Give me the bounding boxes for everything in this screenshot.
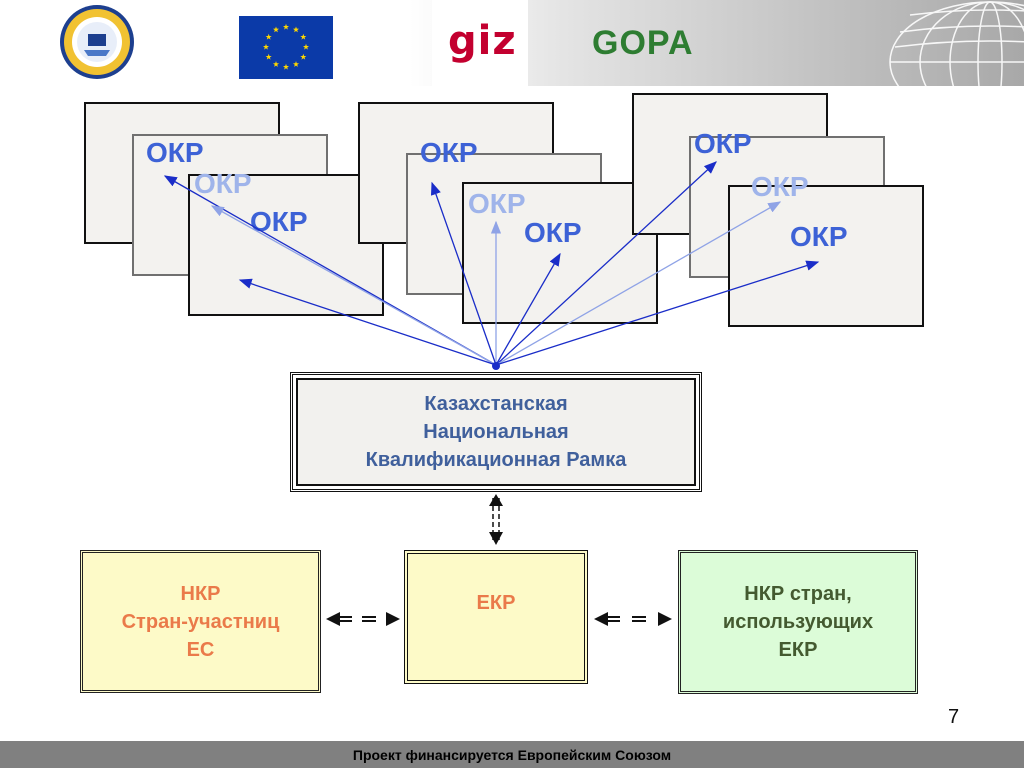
eu-star-icon [292,61,300,67]
framework-line: Национальная [423,421,569,443]
nkr-eu-line: ЕС [186,638,215,661]
mapping-arrow [238,278,497,366]
national-framework-box: Казахстанская Национальная Квалификацион… [290,372,702,492]
gopa-logo: GOPA [592,24,694,62]
okp-frame [728,185,924,327]
giz-logo: giz [432,0,528,86]
right-arrowhead [658,612,672,626]
nkr-eu-line: Стран-участниц [121,610,280,633]
mapping-arrow [495,252,561,366]
nkr-ekr-line: использующих [722,611,874,633]
okp-label: ОКР [250,206,308,237]
mapping-arrow [495,161,717,366]
eu-flag-icon [239,16,333,79]
mapping-arrow [495,201,782,366]
left-arrowhead [594,612,608,626]
eu-star-icon [300,53,307,60]
okp-label: ОКР [790,221,848,252]
okp-label: ОКР [751,171,809,202]
mapping-arrow [495,260,820,366]
eu-star-icon [272,26,280,33]
ekr-box: ЕКР [404,550,588,684]
mapping-arrow [430,181,497,366]
right-arrowhead [386,612,400,626]
eu-flag-logo [232,0,340,86]
eu-star-icon [282,63,290,70]
framework-line: Казахстанская [424,393,568,415]
eu-star-icon [292,26,300,33]
okp-label: ОКР [420,137,478,168]
mapping-arrow [210,205,497,366]
ministry-seal-logo [58,0,136,86]
header-bar: giz GOPA [0,0,1024,86]
eu-star-icon [265,33,272,40]
eu-star-icon [302,43,310,50]
up-arrowhead [489,494,503,506]
globe-icon [889,1,1024,86]
eu-star-icon [300,33,307,40]
nkr-ekr-line: ЕКР [778,639,818,661]
nkr-ekr-box: НКР стран, использующих ЕКР [678,550,918,694]
page-number: 7 [948,706,960,728]
okp-label: ОКР [694,128,752,159]
nkr-eu-box: НКР Стран-участниц ЕС [80,550,321,693]
okp-label: ОКР [194,168,252,199]
nkr-ekr-line: НКР стран, [744,583,852,605]
okp-label: ОКР [146,137,204,168]
eu-star-icon [282,23,290,30]
footer-bar: Проект финансируется Европейским Союзом [0,741,1024,768]
footer-text: Проект финансируется Европейским Союзом [352,746,672,763]
nkr-eu-line: НКР [180,582,221,605]
left-arrowhead [326,612,340,626]
framework-line: Квалификационная Рамка [365,449,627,471]
okp-label: ОКР [524,217,582,248]
seal-icon [60,5,134,79]
eu-star-icon [272,61,280,67]
eu-star-icon [262,43,270,50]
okp-label: ОКР [468,188,526,219]
ekr-label: ЕКР [476,592,516,614]
down-arrowhead [489,532,503,545]
giz-logo-text: giz [448,18,517,64]
eu-star-icon [265,53,272,60]
